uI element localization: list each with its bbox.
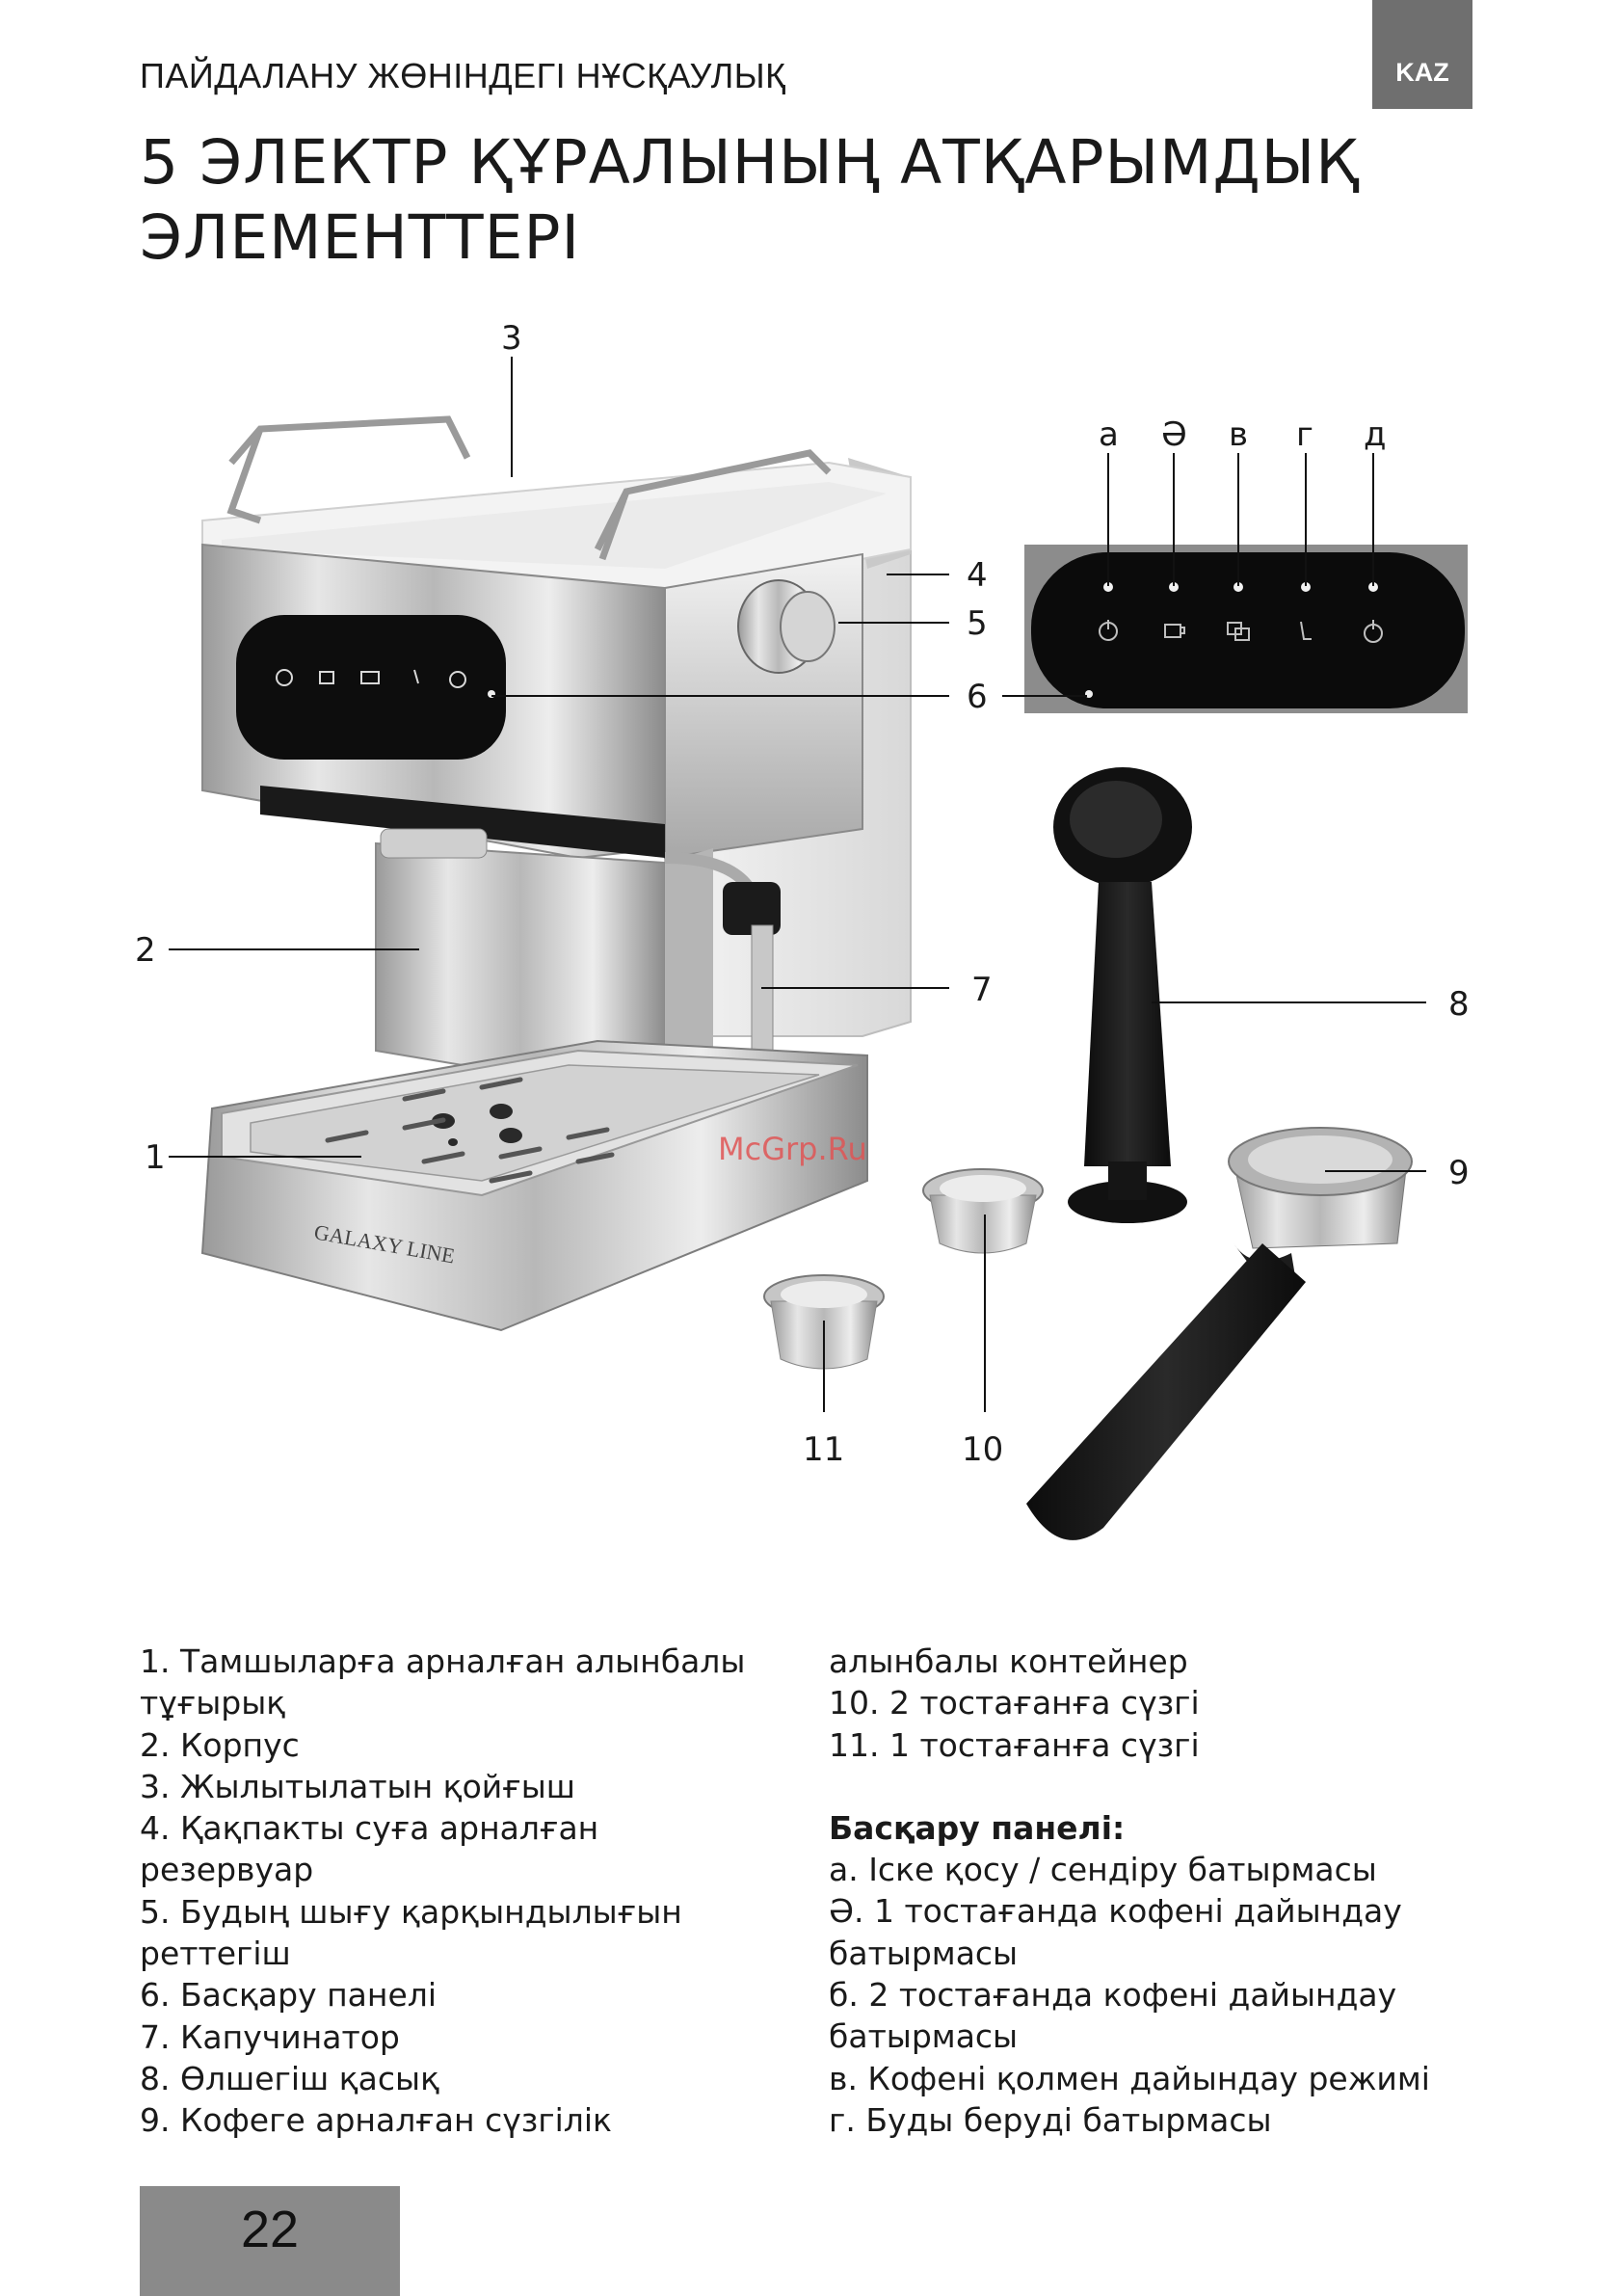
list-item: г. Буды беруді батырмасы [829,2100,1272,2139]
running-header: ПАЙДАЛАНУ ЖӨНІНДЕГІ НҰСҚАУЛЫҚ [140,56,786,95]
single-cup-icon [1164,624,1185,638]
list-item: 7. Капучинатор [140,2017,400,2056]
list-item: тұғырық [140,1684,286,1722]
panel-letter-a: а [1099,415,1119,454]
list-item: 2. Корпус [140,1725,300,1764]
list-item: реттегіш [140,1935,291,1973]
list-item: 5. Будың шығу қарқындылығын [140,1892,682,1931]
control-panel-zoom [1024,545,1468,713]
steam-knob [737,579,836,674]
list-item: б. 2 тостағанда кофені дайындау [829,1976,1397,2015]
list-item: в. Кофені қолмен дайындау режимі [829,2059,1430,2097]
list-item: 1. Тамшыларға арналған алынбалы [140,1642,746,1680]
list-item: 3. Жылытылатын қойғыш [140,1767,575,1805]
list-item: резервуар [140,1851,314,1889]
section-title-line-1: 5 ЭЛЕКТР ҚҰРАЛЫНЫҢ АТҚАРЫМДЫҚ [140,127,1360,198]
measuring-spoon [1053,767,1192,1223]
callout-7: 7 [971,971,993,1009]
callout-3: 3 [501,319,522,358]
page-number: 22 [240,2201,300,2258]
callout-8: 8 [1448,985,1470,1024]
front-control-panel [236,615,506,760]
section-title: 5 ЭЛЕКТР ҚҰРАЛЫНЫҢ АТҚАРЫМДЫҚ ЭЛЕМЕНТТЕР… [140,125,1360,276]
panel-letter-ae: Ә [1161,415,1187,454]
power-icon [1099,620,1118,641]
coffee-machine-figure: GALAXY LINE [135,319,1470,1540]
callout-5: 5 [967,604,988,643]
drip-tray: GALAXY LINE [200,1039,868,1332]
list-item: 4. Қақпакты суға арналған [140,1809,599,1848]
list-item: 8. Өлшегіш қасық [140,2059,440,2097]
list-item: алынбалы контейнер [829,1642,1188,1680]
parts-list-left: 1. Тамшыларға арналған алынбалы тұғырық … [140,1641,745,2142]
panel-letter-d: д [1364,415,1387,454]
language-tab: KAZ [1372,0,1472,109]
list-item: Ә. 1 тостағанда кофені дайындау [829,1892,1402,1931]
section-title-line-2: ЭЛЕМЕНТТЕРІ [140,202,581,273]
list-item: батырмасы [829,1934,1019,1972]
upper-body [201,543,863,860]
callout-4: 4 [967,556,988,595]
callout-10: 10 [962,1430,1003,1469]
control-panel-heading: Басқару панелі: [829,1808,1126,1847]
panel-letter-g: г [1296,415,1313,454]
panel-letter-v: в [1229,415,1248,454]
parts-list-right: алынбалы контейнер 10. 2 тостағанға сүзг… [829,1641,1430,2141]
leader-lines [169,357,1426,1412]
list-item: а. Іске қосу / сендіру батырмасы [829,1851,1377,1889]
list-item: 6. Басқару панелі [140,1976,438,2015]
callout-6: 6 [967,678,988,716]
callout-1: 1 [145,1138,166,1177]
language-code: KAZ [1395,58,1449,87]
panel-led-row [1103,582,1378,592]
list-item: 11. 1 тостағанға сүзгі [829,1725,1200,1764]
callout-11: 11 [803,1430,844,1469]
machine-body [375,828,713,1101]
watermark: McGrp.Ru [718,1131,867,1167]
page-number-box [140,2186,400,2296]
manual-mode-icon [1300,621,1312,640]
callout-2: 2 [135,931,156,970]
filter-basket-two-cup [922,1168,1044,1254]
list-item: 10. 2 тостағанға сүзгі [829,1684,1200,1722]
steam-icon [1364,620,1383,643]
double-cup-icon [1227,622,1250,641]
list-item: 9. Кофеге арналған сүзгілік [140,2101,612,2140]
callout-9: 9 [1448,1154,1470,1192]
list-item: батырмасы [829,2017,1019,2056]
